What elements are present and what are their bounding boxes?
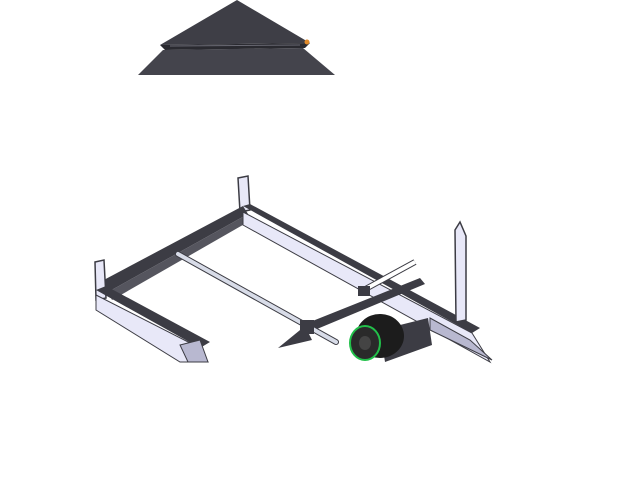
- bracket-right: [358, 286, 370, 296]
- bracket-left: [300, 320, 314, 334]
- rail-right-front: [429, 317, 493, 361]
- right-post: [454, 220, 467, 323]
- roof-marker: [304, 39, 310, 45]
- roof-top-face: [160, 0, 310, 45]
- roof-seam: [169, 44, 301, 47]
- rail-back-left: [100, 206, 248, 292]
- roof-lower-face: [138, 48, 335, 75]
- rail-back-right-top: [243, 204, 480, 333]
- frame: [94, 175, 493, 364]
- roof-panel: [138, 0, 335, 75]
- rail-front-left-top: [96, 286, 210, 348]
- rail-cross-top: [300, 278, 425, 334]
- back-post: [237, 175, 251, 213]
- rail-front-left-cut: [179, 339, 209, 363]
- motor-hub: [359, 336, 371, 350]
- motor-assembly: [349, 314, 432, 362]
